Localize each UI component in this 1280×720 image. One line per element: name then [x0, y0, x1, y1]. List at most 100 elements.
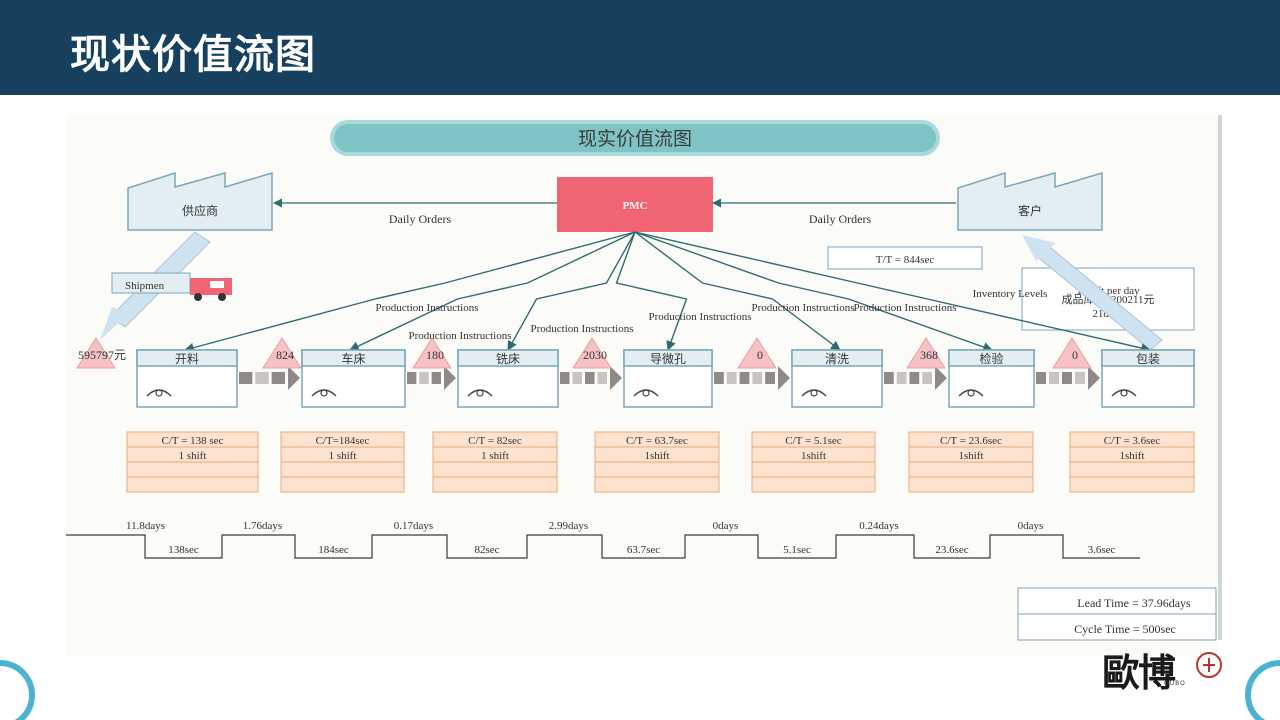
vsm-title: 现实价值流图: [578, 128, 692, 150]
process-box-6: 检验: [948, 349, 1035, 408]
process-name-7: 包装: [1136, 352, 1160, 366]
inventory-value-2: 824: [276, 348, 294, 362]
daily-orders-label-right: Daily Orders: [809, 212, 872, 226]
shift-value-3: 1 shift: [481, 450, 509, 462]
shift-value-5: 1shift: [801, 450, 826, 462]
company-logo: 歐博 OUBO: [1102, 642, 1227, 695]
tt-label: T/T = 844sec: [876, 254, 935, 266]
inventory-triangle-6: [906, 337, 946, 369]
shift-value-7: 1shift: [1119, 450, 1144, 462]
cycle-time-label: Cycle Time = 500sec: [1074, 622, 1176, 636]
inventory-triangle-3: [412, 337, 452, 369]
process-box-4: 导微孔: [623, 349, 713, 408]
ct-value-2: C/T=184sec: [316, 435, 370, 447]
instruction-label-5: Production Instructions: [752, 302, 855, 314]
production-instruction-lines: [184, 231, 1151, 353]
instruction-line-6: [634, 231, 993, 352]
timeline-secs-2: 184sec: [318, 544, 349, 556]
push-arrow-4: [714, 366, 790, 390]
ct-value-1: C/T = 138 sec: [162, 435, 224, 447]
inventory-triangle-5: [737, 337, 777, 369]
timeline-secs-1: 138sec: [168, 544, 199, 556]
process-box-1: 开料: [136, 349, 238, 408]
lead-time-label: Lead Time = 37.96days: [1077, 596, 1191, 610]
push-arrow-3: [560, 366, 622, 390]
inventory-value-3: 180: [426, 348, 444, 362]
supplier-label: 供应商: [182, 203, 218, 218]
customer-factory: 客户: [957, 171, 1103, 231]
header-bar: 现状价值流图: [0, 0, 1280, 95]
value-stream-map: 现实价值流图 供应商 客户 PMC Daily Orders Daily Ord…: [0, 95, 1280, 720]
instruction-label-4: Production Instructions: [649, 311, 752, 323]
timeline-days-5: 0days: [713, 520, 739, 532]
inventory-value-4: 2030: [583, 348, 607, 362]
inventory-levels-label: Inventory Levels: [973, 288, 1048, 300]
timeline-secs-7: 3.6sec: [1088, 544, 1116, 556]
inventory-triangle-2: [262, 337, 302, 369]
instruction-label-2: Production Instructions: [409, 330, 512, 342]
push-arrow-6: [1036, 366, 1100, 390]
ct-box-7: C/T = 3.6sec 1shift: [1069, 431, 1195, 493]
push-arrow-2: [407, 366, 456, 390]
process-box-3: 铣床: [457, 349, 559, 408]
truck-icon: Shipmen: [111, 272, 232, 301]
timeline-days-2: 1.76days: [243, 520, 282, 532]
timeline-secs-5: 5.1sec: [783, 544, 811, 556]
inventory-value-1: 595797元: [78, 348, 126, 362]
logo-text: 歐博: [1102, 650, 1176, 695]
ct-box-4: C/T = 63.7sec 1shift: [594, 431, 720, 493]
supplier-factory: 供应商: [127, 171, 273, 231]
instruction-label-3: Production Instructions: [531, 323, 634, 335]
process-name-5: 清洗: [825, 352, 849, 366]
timeline-line: [66, 534, 1140, 559]
timeline-secs-4: 63.7sec: [627, 544, 660, 556]
shipment-label: Shipmen: [125, 280, 165, 292]
timeline-days-7: 0days: [1018, 520, 1044, 532]
process-box-7: 包装: [1101, 349, 1195, 408]
inventory-value-6: 368: [920, 348, 938, 362]
inventory-triangle-1: [76, 337, 116, 369]
shipment-arrowhead: [100, 307, 130, 340]
customer-arrowhead: [1022, 235, 1056, 261]
ct-box-5: C/T = 5.1sec 1shift: [751, 431, 876, 493]
timeline-secs-6: 23.6sec: [935, 544, 968, 556]
page-title: 现状价值流图: [70, 32, 316, 78]
push-arrow-5: [884, 366, 947, 390]
instruction-line-5: [634, 231, 841, 351]
process-layer: 595797元 824 180 2030 0 368 0 开料 车床 铣床 导微孔 清洗 检验 包装 C/T…: [76, 337, 1195, 493]
ct-value-4: C/T = 63.7sec: [626, 435, 688, 447]
ct-value-5: C/T = 5.1sec: [785, 435, 842, 447]
process-name-4: 导微孔: [650, 352, 686, 366]
shift-value-4: 1shift: [644, 450, 669, 462]
process-box-2: 车床: [301, 349, 406, 408]
inventory-triangle-7: [1052, 337, 1092, 369]
inventory-triangle-4: [572, 337, 612, 369]
instruction-line-4: [615, 231, 688, 351]
vsm-title-bar: [330, 120, 940, 156]
timeline-days-4: 2.99days: [549, 520, 588, 532]
timeline-days-6: 0.24days: [859, 520, 898, 532]
timeline-secs-3: 82sec: [474, 544, 499, 556]
pmc-label: PMC: [622, 200, 647, 212]
customer-label: 客户: [1018, 203, 1042, 218]
ct-box-1: C/T = 138 sec 1 shift: [126, 431, 259, 493]
inventory-value-7: 0: [1072, 348, 1078, 362]
process-name-1: 开料: [175, 352, 199, 366]
ct-value-7: C/T = 3.6sec: [1104, 435, 1161, 447]
instruction-line-7: [634, 231, 1151, 353]
push-arrow-1: [239, 366, 300, 390]
shift-value-1: 1 shift: [179, 450, 207, 462]
process-name-3: 铣床: [496, 352, 520, 366]
process-name-6: 检验: [979, 351, 1003, 366]
process-name-2: 车床: [341, 351, 365, 366]
shift-value-6: 1shift: [958, 450, 983, 462]
logo-subtext: OUBO: [1164, 680, 1186, 687]
timeline-days-1: 11.8days: [126, 520, 165, 532]
daily-orders-label-left: Daily Orders: [389, 212, 452, 226]
inventory-value-5: 0: [757, 348, 763, 362]
tt-box: [827, 246, 983, 270]
